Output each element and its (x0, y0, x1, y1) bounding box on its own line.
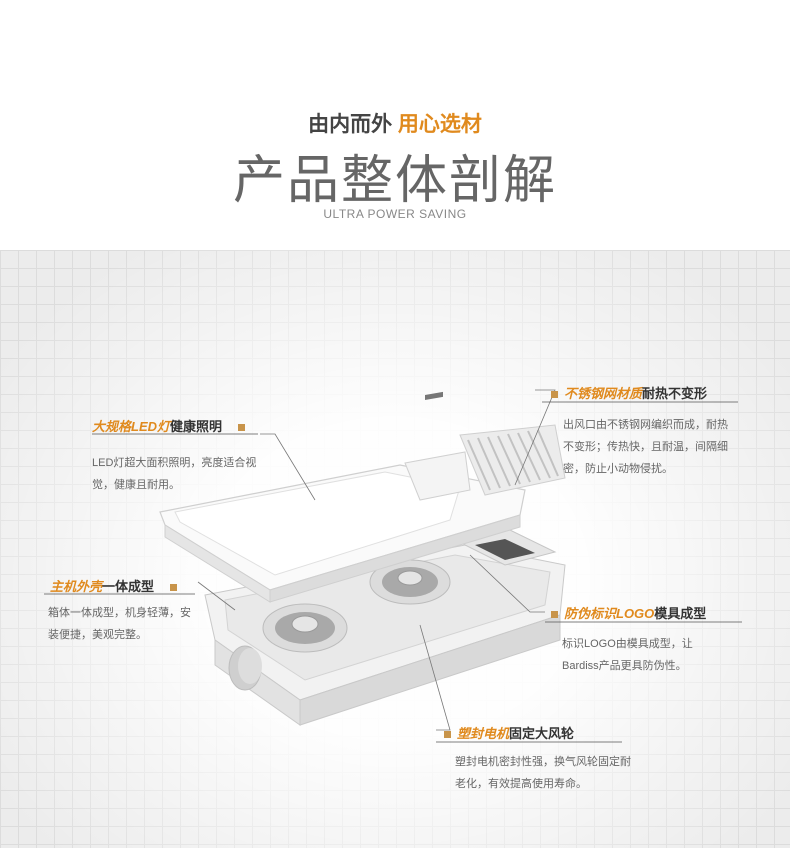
callout-led-desc: LED灯超大面积照明，亮度适合视觉，健康且耐用。 (92, 457, 257, 491)
header: 由内而外 用心选材 产品整体剖解 ULTRA POWER SAVING (0, 0, 790, 250)
callout-logo-title: 防伪标识LOGO模具成型 (551, 603, 706, 622)
callout-logo-highlight: 防伪标识LOGO (564, 606, 655, 621)
kicker-highlight: 用心选材 (397, 113, 482, 136)
kicker: 由内而外 用心选材 (0, 108, 790, 138)
marker-square (444, 731, 451, 739)
callout-shell-highlight: 主机外壳 (50, 579, 103, 594)
callout-led-highlight: 大规格LED灯 (92, 419, 171, 434)
marker-square (237, 424, 245, 432)
callout-mesh-title: 不锈钢网材质耐热不变形 (551, 383, 707, 402)
leader-lines (44, 389, 742, 743)
vent-grille (459, 424, 566, 496)
led-panel (159, 391, 526, 603)
callout-mesh-desc: 出风口由不锈钢网编织而成，耐热不变形；传热快，且耐温，间隔细密，防止小动物侵扰。 (563, 419, 728, 475)
callout-logo-desc: 标识LOGO由模具成型，让Bardiss产品更具防伪性。 (562, 638, 693, 672)
callout-logo-plain: 模具成型 (654, 606, 707, 621)
callout-shell-plain: 一体成型 (102, 579, 155, 594)
marker-square (169, 584, 177, 592)
callout-motor-plain: 固定大风轮 (509, 726, 575, 741)
callout-motor-desc: 塑封电机密封性强，换气风轮固定耐老化，有效提高使用寿命。 (455, 756, 631, 790)
page-title: 产品整体剖解 (232, 151, 557, 211)
fan-right (369, 559, 451, 605)
callout-shell-title: 主机外壳一体成型 (50, 576, 177, 595)
page-subtitle: ULTRA POWER SAVING (323, 207, 467, 221)
callout-motor-highlight: 塑封电机 (457, 726, 510, 741)
marker-square (551, 391, 558, 399)
fan-left (262, 603, 348, 653)
kicker-plain: 由内而外 (308, 113, 393, 136)
callout-motor-title: 塑封电机固定大风轮 (444, 723, 574, 742)
callout-mesh-plain: 耐热不变形 (642, 386, 708, 401)
callout-mesh-highlight: 不锈钢网材质 (564, 386, 643, 401)
callout-shell-desc: 箱体一体成型，机身轻薄，安装便捷，美观完整。 (48, 607, 191, 641)
callout-led-title: 大规格LED灯健康照明 (92, 416, 245, 435)
callout-led-plain: 健康照明 (170, 419, 223, 434)
marker-square (551, 611, 558, 619)
